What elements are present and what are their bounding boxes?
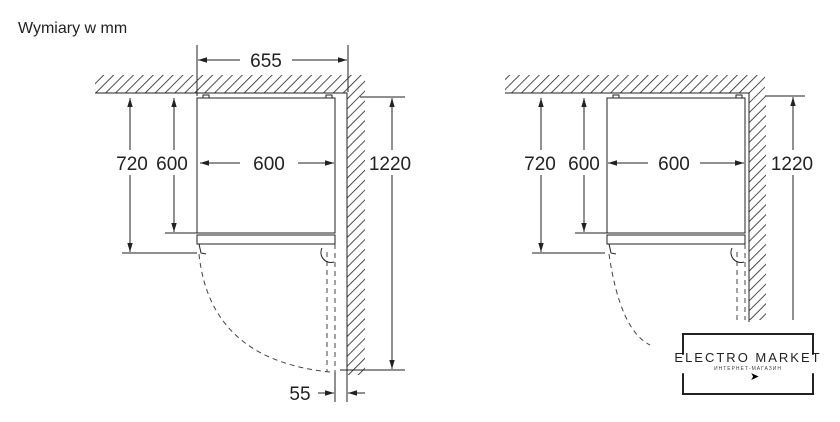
- diagram-title: Wymiary w mm: [18, 20, 128, 37]
- dim-width-600: 600: [658, 154, 690, 175]
- dim-720: 720: [116, 154, 148, 175]
- dim-655: 655: [250, 51, 282, 72]
- dim-width-600: 600: [253, 154, 285, 175]
- fridge-body: [606, 97, 746, 234]
- fridge-door: [606, 234, 746, 245]
- dim-720: 720: [524, 154, 556, 175]
- watermark-subtitle: ИНТЕРНЕТ-МАГАЗИН: [714, 366, 782, 372]
- right-diagram: 600 720 600 1220: [505, 75, 813, 346]
- dim-1220: 1220: [369, 154, 411, 175]
- electro-market-watermark: ELECTRO MARKET ИНТЕРНЕТ-МАГАЗИН ➤: [668, 333, 828, 395]
- side-wall-hatch: [749, 93, 766, 320]
- dim-1220: 1220: [771, 154, 813, 175]
- fridge-body: [196, 97, 336, 234]
- left-diagram: 655 600 720 600 1220 55: [91, 45, 411, 405]
- dim-depth-600: 600: [156, 154, 188, 175]
- dim-55: 55: [289, 384, 310, 405]
- ceiling-wall-hatch: [505, 75, 765, 93]
- cursor-icon: ➤: [750, 371, 760, 383]
- dim-depth-600: 600: [568, 154, 600, 175]
- fridge-door: [196, 234, 336, 245]
- watermark-name: ELECTRO MARKET: [674, 350, 822, 365]
- side-wall-hatch: [347, 93, 365, 375]
- ceiling-wall-hatch: [95, 75, 365, 93]
